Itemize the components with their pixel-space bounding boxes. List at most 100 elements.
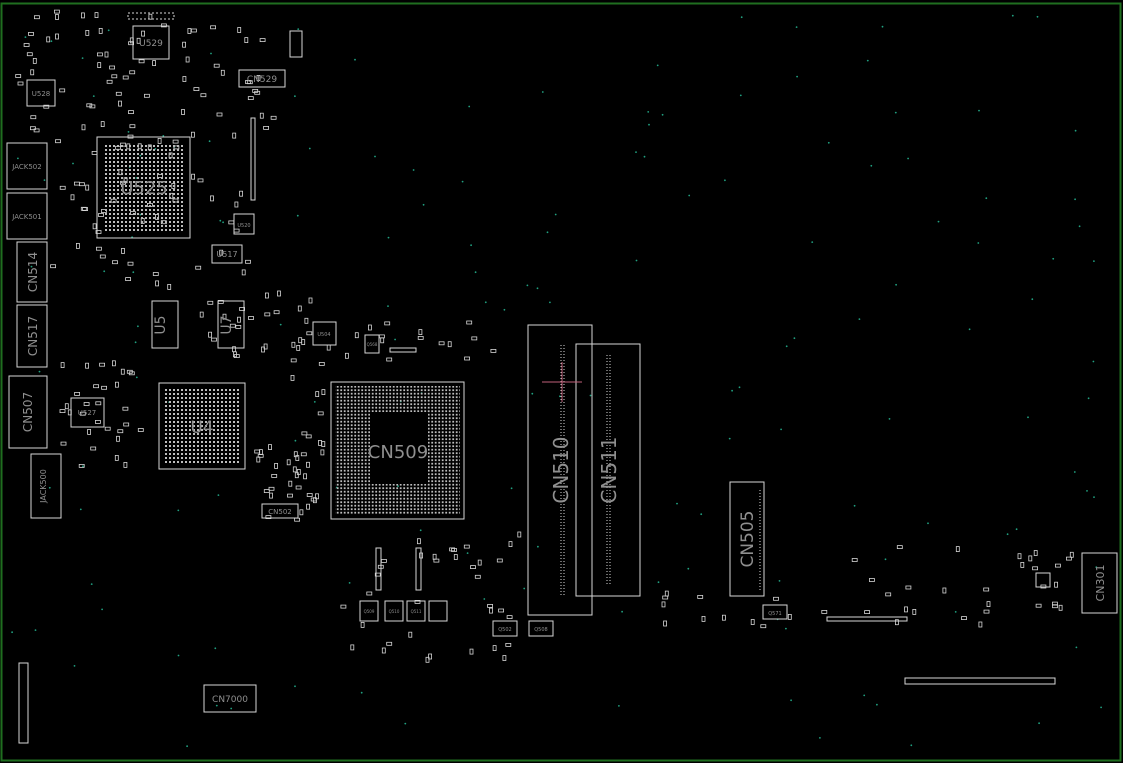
- via: [72, 162, 74, 165]
- component-jack502[interactable]: JACK502: [6, 142, 48, 190]
- component-q511-label: Q511: [411, 609, 422, 614]
- component-u529[interactable]: U529: [132, 25, 170, 60]
- via: [1093, 260, 1095, 262]
- component-u520[interactable]: U520: [233, 213, 255, 235]
- smd-pad: [471, 336, 478, 341]
- component-cn301[interactable]: CN301: [1081, 552, 1118, 614]
- component-cn517[interactable]: CN517: [16, 304, 48, 368]
- smd-pad: [321, 441, 326, 448]
- smd-pad: [290, 374, 295, 381]
- connector-strip-right-b: [904, 677, 1056, 685]
- component-u528[interactable]: U528: [26, 79, 56, 107]
- component-q509[interactable]: Q509: [359, 600, 379, 622]
- smd-pad: [34, 15, 40, 20]
- smd-pad: [60, 362, 65, 369]
- via: [780, 428, 782, 431]
- smd-pad: [663, 620, 667, 627]
- via: [48, 486, 51, 489]
- smd-pad: [904, 606, 908, 613]
- via: [1087, 397, 1090, 400]
- smd-pad: [305, 434, 312, 439]
- via: [884, 558, 887, 561]
- component-u517[interactable]: U517: [211, 244, 243, 264]
- component-cn514[interactable]: CN514: [16, 241, 48, 303]
- smd-pad: [15, 74, 22, 78]
- via: [24, 36, 27, 38]
- cn509-center-void: [370, 412, 428, 484]
- component-cn509[interactable]: CN509: [330, 381, 465, 520]
- smd-pad: [193, 87, 200, 91]
- connector-strip-center: [389, 347, 417, 353]
- via: [134, 341, 137, 344]
- smd-pad: [46, 36, 51, 43]
- smd-pad: [247, 96, 254, 100]
- via: [819, 737, 821, 739]
- via: [394, 338, 396, 341]
- via: [294, 439, 297, 442]
- component-u504[interactable]: U504: [312, 321, 337, 346]
- smd-pad: [344, 352, 349, 359]
- via: [554, 213, 557, 216]
- component-cn517-label: CN517: [26, 316, 40, 356]
- smd-pad: [320, 449, 325, 456]
- component-q568[interactable]: Q568: [364, 334, 380, 354]
- via: [132, 271, 135, 274]
- smd-pad: [55, 14, 59, 20]
- component-cn507[interactable]: CN507: [8, 375, 48, 449]
- smd-pad: [222, 313, 227, 320]
- smd-pad: [152, 60, 157, 66]
- smd-pad: [234, 201, 239, 208]
- component-u4-label: U4: [190, 418, 213, 438]
- component-u4[interactable]: U4: [158, 382, 246, 470]
- component-q510[interactable]: Q510: [384, 600, 404, 622]
- component-cn502[interactable]: CN502: [261, 503, 299, 519]
- via: [676, 502, 678, 505]
- smd-pad: [428, 653, 433, 660]
- component-u7[interactable]: U7: [217, 300, 245, 349]
- component-u517-label: U517: [216, 250, 237, 259]
- via: [101, 608, 103, 611]
- component-jack501[interactable]: JACK501: [6, 192, 48, 240]
- via: [937, 220, 940, 223]
- component-cn510[interactable]: CN510: [527, 324, 593, 616]
- component-u525[interactable]: U525: [96, 136, 191, 239]
- via: [34, 629, 37, 631]
- via: [635, 259, 638, 262]
- smd-pad: [213, 63, 220, 68]
- component-q511[interactable]: Q511: [406, 600, 426, 622]
- smd-pad: [490, 348, 497, 353]
- smd-pad: [59, 88, 66, 93]
- via: [348, 582, 351, 584]
- smd-pad: [297, 305, 302, 312]
- smd-pad: [17, 81, 24, 86]
- component-jack500[interactable]: JACK500: [30, 453, 62, 519]
- component-cn505[interactable]: CN505: [729, 481, 765, 597]
- smd-pad: [93, 384, 99, 389]
- component-q508[interactable]: Q508: [528, 620, 554, 637]
- cursor-crosshair: [542, 362, 582, 402]
- component-q502[interactable]: Q502: [492, 620, 518, 637]
- smd-pad: [97, 52, 103, 57]
- smd-pad: [127, 261, 134, 266]
- component-u527[interactable]: U527: [70, 397, 105, 428]
- smd-pad: [961, 616, 967, 620]
- smd-pad: [239, 190, 244, 197]
- component-cn7000[interactable]: CN7000: [203, 684, 257, 713]
- via: [510, 487, 513, 490]
- component-q571[interactable]: Q571: [762, 604, 788, 620]
- smd-pad: [463, 544, 470, 549]
- smd-pad: [123, 461, 128, 468]
- component-cn511[interactable]: CN511: [575, 343, 641, 597]
- component-cn529[interactable]: CN529: [238, 69, 286, 88]
- smd-pad: [245, 80, 251, 84]
- smd-pad: [386, 357, 393, 362]
- via: [1095, 566, 1098, 569]
- connector-strip-right-a: [826, 616, 908, 622]
- smd-pad: [129, 70, 136, 75]
- smd-pad: [257, 453, 264, 458]
- via: [404, 722, 407, 725]
- component-u5[interactable]: U5: [151, 300, 179, 349]
- smd-pad: [787, 614, 792, 620]
- via: [137, 325, 139, 328]
- via: [297, 28, 300, 30]
